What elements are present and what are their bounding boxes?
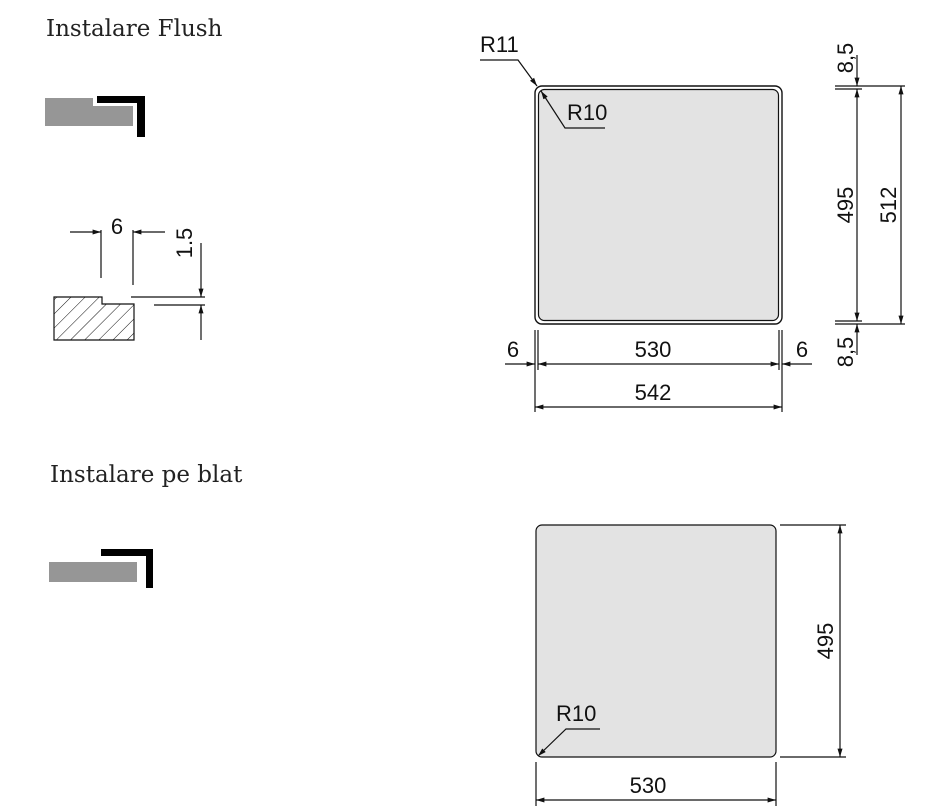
- flush-sink-drawing: R11 R10 530 542 6 6 8,5 495 512 8,5: [480, 32, 905, 412]
- radius-label: R10: [556, 701, 596, 726]
- inner-radius-label: R10: [567, 100, 607, 125]
- top-margin-dimension: 8,5: [833, 43, 858, 74]
- outer-width-dimension: 542: [635, 380, 672, 405]
- flush-installation-title: Instalare Flush: [46, 16, 223, 42]
- flush-section-detail: 6 1.5: [53, 214, 205, 341]
- gap-dimension: 6: [111, 214, 123, 239]
- width-dimension: 530: [630, 773, 667, 798]
- outer-height-dimension: 512: [876, 187, 901, 224]
- top-mount-installation-title: Instalare pe blat: [50, 462, 243, 488]
- inner-height-dimension: 495: [833, 187, 858, 224]
- left-side-dimension: 6: [507, 337, 519, 362]
- top-mount-sink-drawing: 495 530 R10: [535, 524, 846, 806]
- flush-mount-icon: [45, 96, 145, 137]
- depth-dimension: 1.5: [172, 228, 197, 259]
- top-mount-icon: [49, 549, 153, 588]
- height-dimension: 495: [813, 623, 838, 660]
- outer-radius-label: R11: [480, 32, 519, 57]
- bottom-margin-dimension: 8,5: [833, 337, 858, 368]
- inner-width-dimension: 530: [635, 337, 672, 362]
- right-side-dimension: 6: [796, 337, 808, 362]
